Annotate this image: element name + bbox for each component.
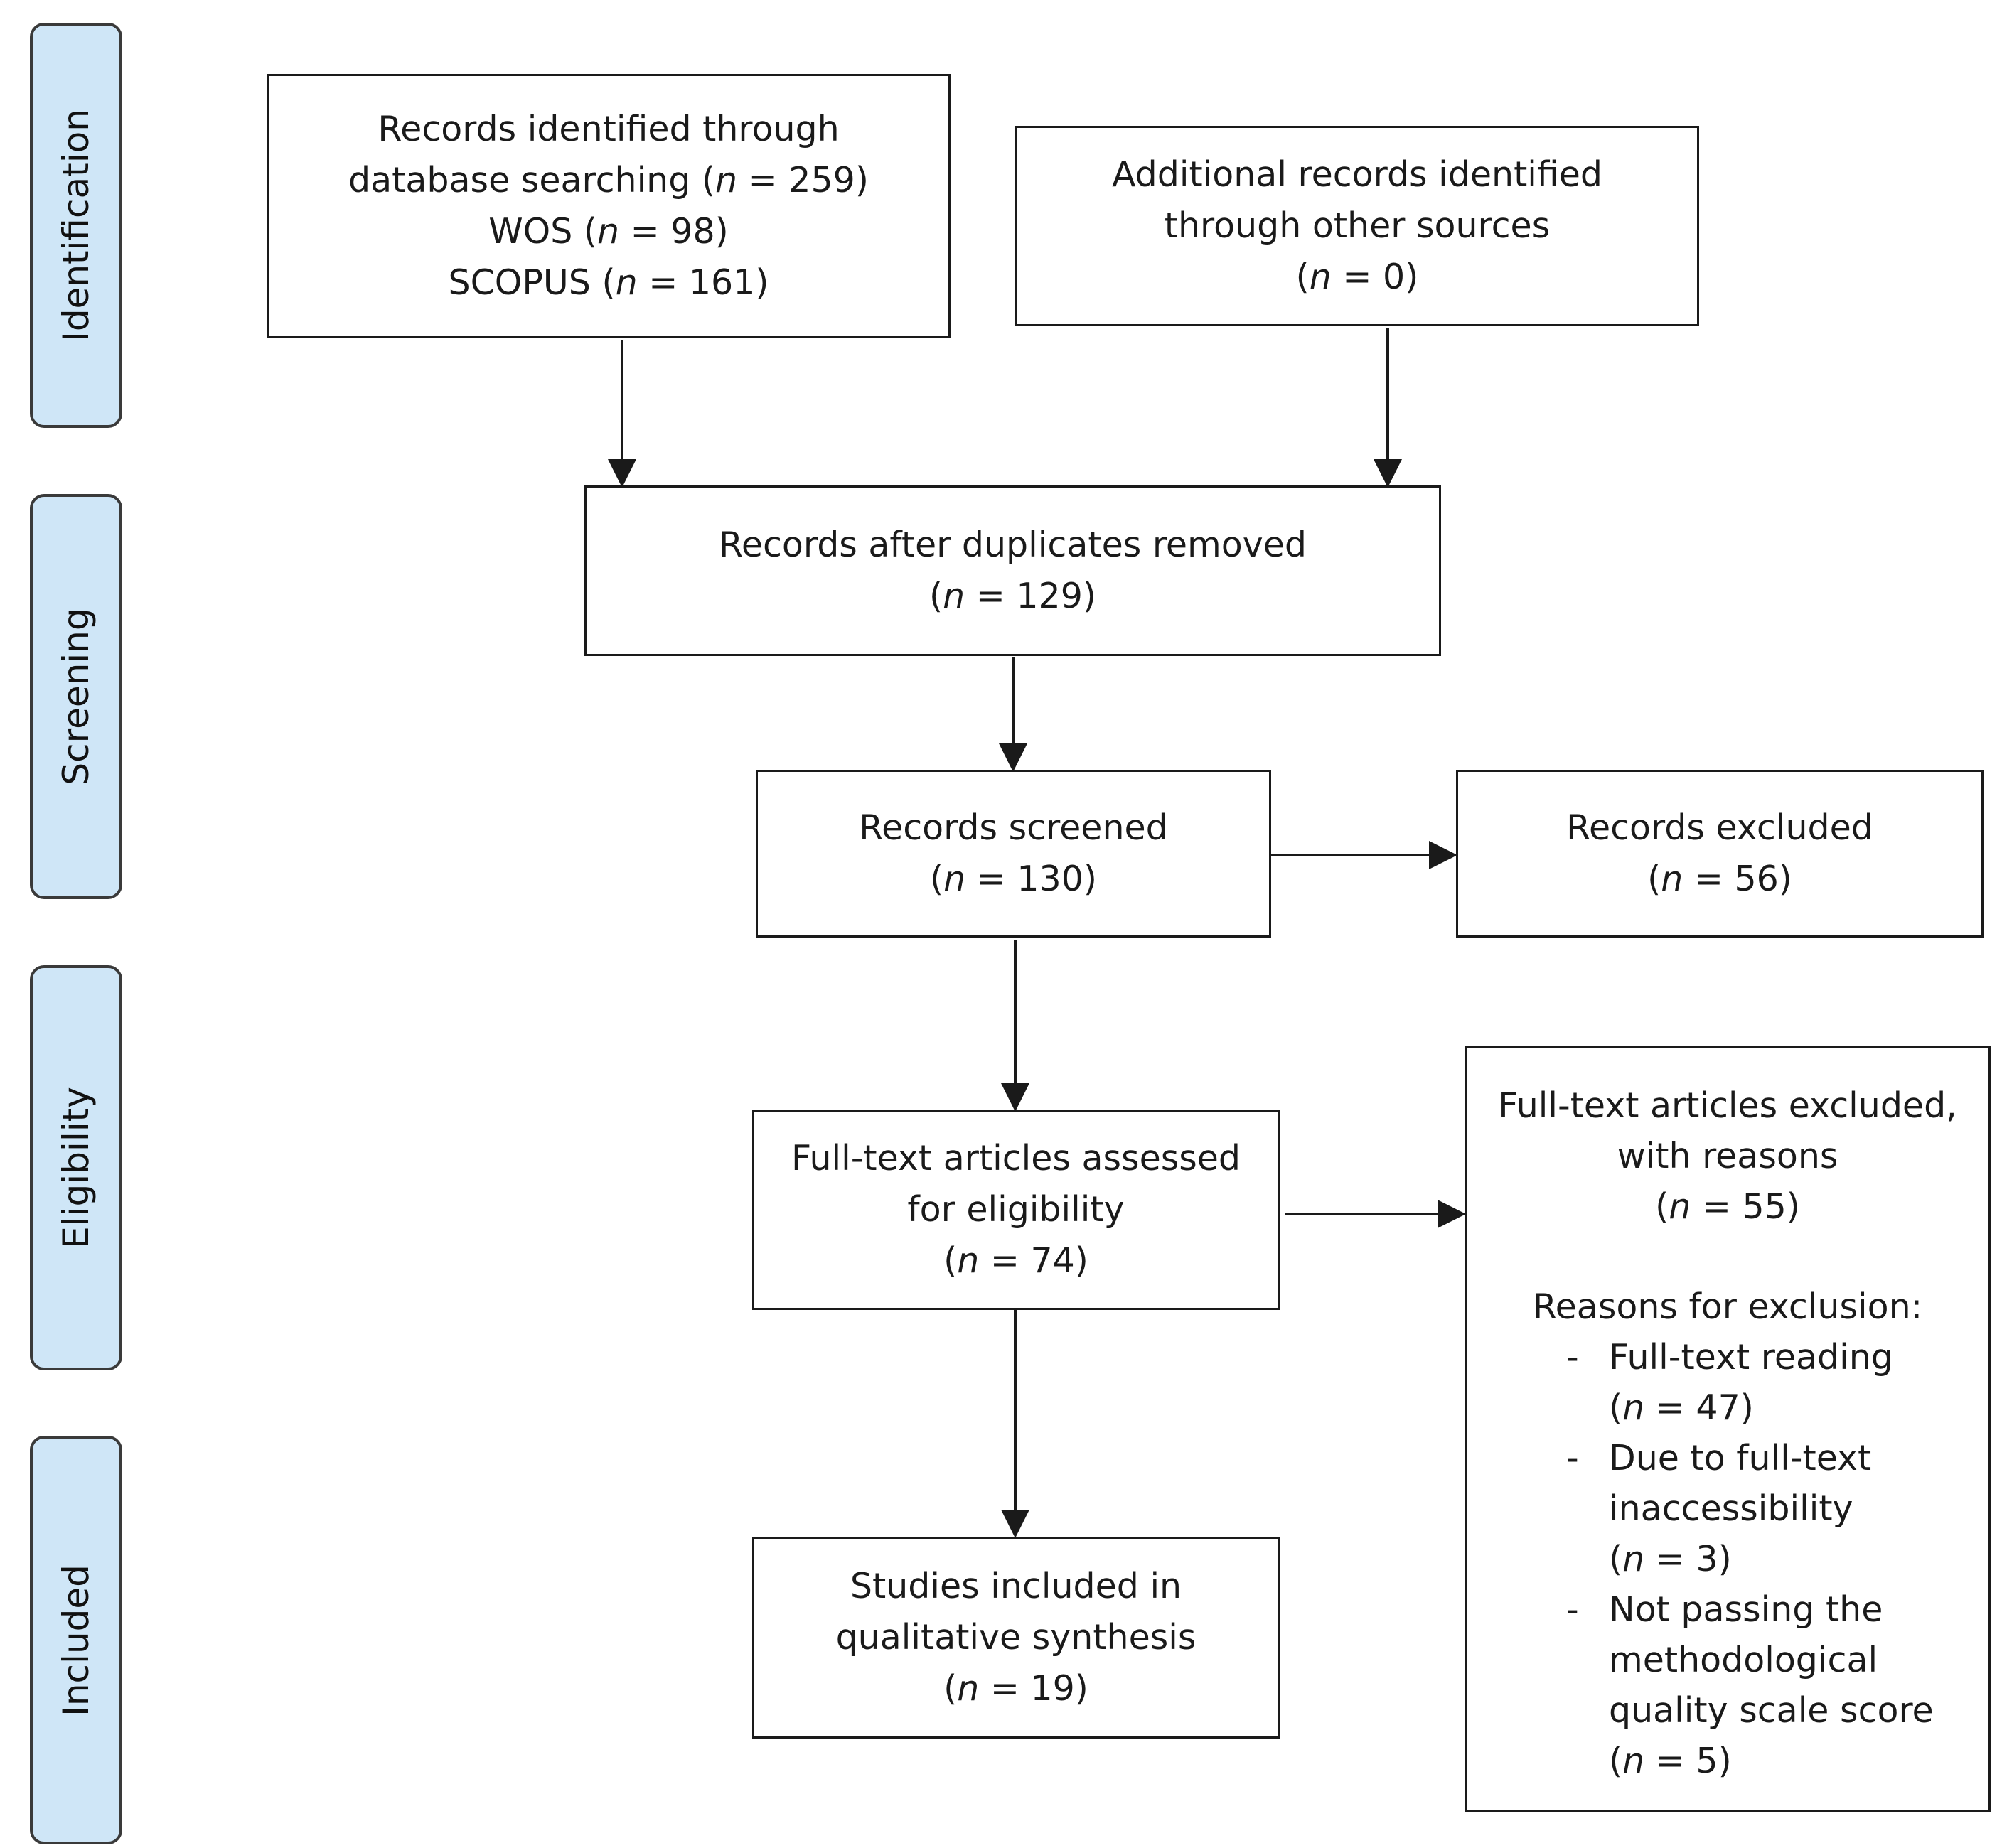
studies-included-title: Studies included in bbox=[850, 1566, 1182, 1606]
phase-identification: Identification bbox=[30, 23, 122, 428]
database-search-total: database searching (n = 259) bbox=[348, 160, 869, 200]
additional-records-count: (n = 0) bbox=[1295, 257, 1419, 297]
fulltext-assessed-box: Full-text articles assessed for eligibil… bbox=[752, 1110, 1280, 1310]
phase-identification-label: Identification bbox=[55, 109, 97, 342]
reasons-title: Reasons for exclusion: bbox=[1532, 1286, 1923, 1327]
spacer bbox=[1467, 1232, 1988, 1282]
fulltext-excluded-box: Full-text articles excluded, with reason… bbox=[1465, 1046, 1991, 1812]
database-search-scopus: SCOPUS (n = 161) bbox=[448, 262, 769, 303]
records-excluded-box: Records excluded (n = 56) bbox=[1456, 770, 1984, 938]
reason-dash: - bbox=[1566, 1337, 1579, 1377]
reason-line: quality scale score bbox=[1609, 1690, 1934, 1731]
fulltext-assessed-title: Full-text articles assessed bbox=[791, 1138, 1241, 1178]
records-excluded-count: (n = 56) bbox=[1647, 859, 1792, 899]
reason-count: (n = 5) bbox=[1609, 1741, 1732, 1781]
database-search-wos: WOS (n = 98) bbox=[488, 211, 729, 252]
reason-item: - Full-text reading (n = 47) bbox=[1467, 1332, 1988, 1433]
phase-screening: Screening bbox=[30, 494, 122, 899]
reason-dash: - bbox=[1566, 1589, 1579, 1630]
records-screened-title: Records screened bbox=[859, 807, 1168, 848]
phase-included: Included bbox=[30, 1436, 122, 1844]
reason-item: - Due to full-text inaccessibility (n = … bbox=[1467, 1433, 1988, 1584]
reason-line: inaccessibility bbox=[1609, 1488, 1853, 1529]
studies-included-box: Studies included in qualitative synthesi… bbox=[752, 1537, 1280, 1739]
phase-eligibility-label: Eligibility bbox=[55, 1087, 97, 1249]
reason-line: methodological bbox=[1609, 1640, 1878, 1680]
duplicates-removed-count: (n = 129) bbox=[928, 576, 1097, 616]
studies-included-count: (n = 19) bbox=[943, 1668, 1088, 1709]
reason-text: Due to full-text inaccessibility (n = 3) bbox=[1609, 1433, 1871, 1584]
reason-text: Not passing the methodological quality s… bbox=[1609, 1584, 1934, 1786]
reason-line: Due to full-text bbox=[1609, 1438, 1872, 1478]
database-search-box: Records identified through database sear… bbox=[267, 74, 951, 338]
database-search-title: Records identified through bbox=[378, 109, 840, 149]
reason-item: - Not passing the methodological quality… bbox=[1467, 1584, 1988, 1786]
duplicates-removed-box: Records after duplicates removed (n = 12… bbox=[584, 485, 1441, 656]
phase-included-label: Included bbox=[55, 1564, 97, 1717]
additional-records-title: Additional records identified bbox=[1111, 154, 1603, 195]
reason-count: (n = 47) bbox=[1609, 1387, 1754, 1428]
fulltext-assessed-subtitle: for eligibility bbox=[907, 1189, 1125, 1230]
reason-dash: - bbox=[1566, 1438, 1579, 1478]
additional-records-box: Additional records identified through ot… bbox=[1015, 126, 1699, 326]
additional-records-subtitle: through other sources bbox=[1164, 205, 1551, 246]
fulltext-assessed-count: (n = 74) bbox=[943, 1240, 1088, 1281]
reason-count: (n = 3) bbox=[1609, 1539, 1732, 1579]
phase-eligibility: Eligibility bbox=[30, 965, 122, 1370]
studies-included-subtitle: qualitative synthesis bbox=[835, 1617, 1197, 1658]
fulltext-excluded-count: (n = 55) bbox=[1655, 1186, 1800, 1227]
fulltext-excluded-title: Full-text articles excluded, bbox=[1498, 1085, 1957, 1126]
records-screened-count: (n = 130) bbox=[929, 859, 1098, 899]
duplicates-removed-title: Records after duplicates removed bbox=[719, 525, 1307, 565]
reason-line: Not passing the bbox=[1609, 1589, 1883, 1630]
reason-text: Full-text reading (n = 47) bbox=[1609, 1332, 1893, 1433]
records-screened-box: Records screened (n = 130) bbox=[756, 770, 1271, 938]
records-excluded-title: Records excluded bbox=[1566, 807, 1873, 848]
phase-screening-label: Screening bbox=[55, 608, 97, 785]
fulltext-excluded-subtitle: with reasons bbox=[1617, 1136, 1838, 1176]
reason-line: Full-text reading bbox=[1609, 1337, 1893, 1377]
